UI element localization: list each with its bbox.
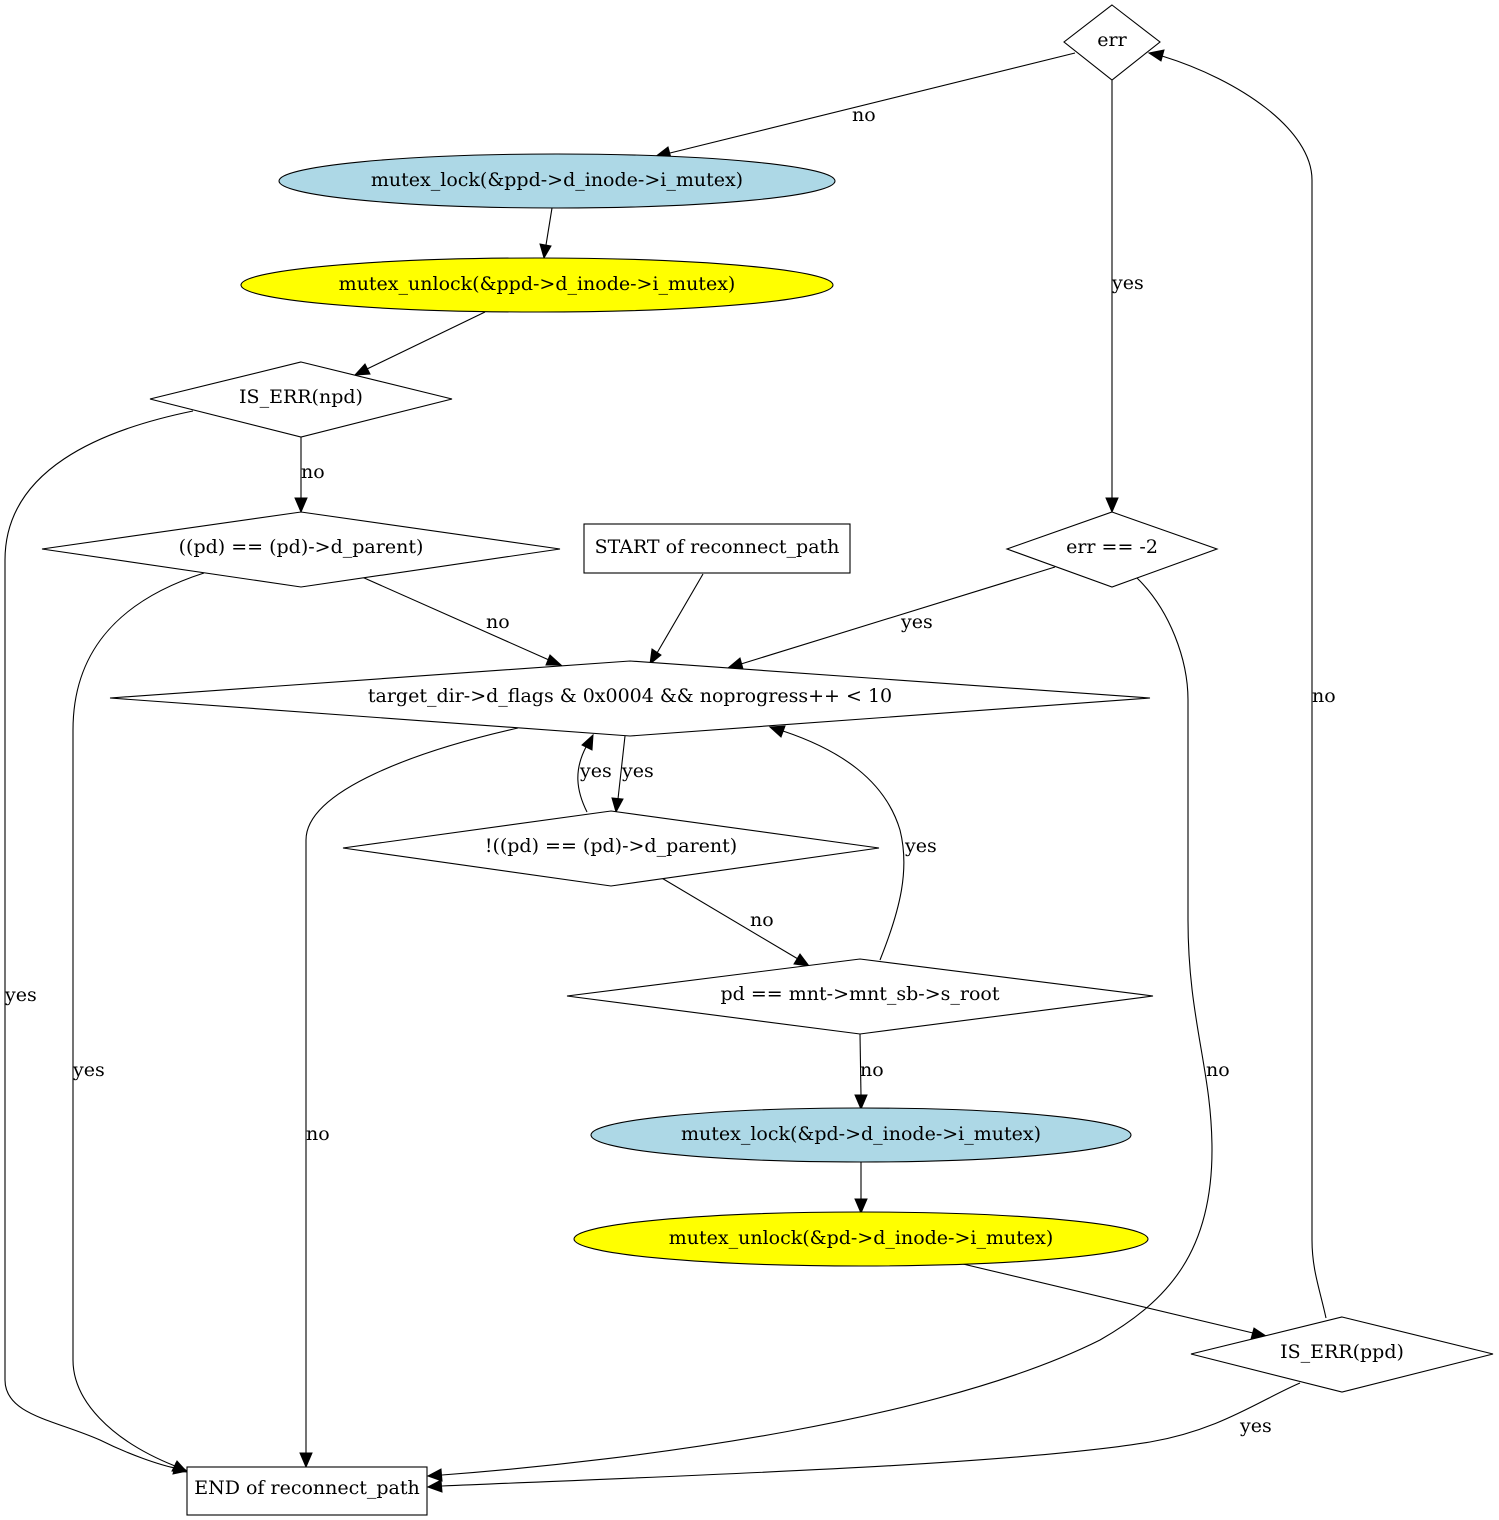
edge-err-eq-minus2-to-loop-condition: yes [726, 566, 1056, 670]
process-mutex-unlock-pd: mutex_unlock(&pd->d_inode->i_mutex) [573, 1211, 1149, 1267]
edge-err-eq-minus2-to-end: no [426, 577, 1230, 1482]
edge-start-to-loop-condition [649, 573, 704, 666]
edge-label: no [1206, 1059, 1230, 1081]
decision-diamond [1190, 1316, 1494, 1393]
edge-not-pd-eq-parent-to-loop-condition: yes [577, 733, 612, 813]
decision-pd-eq-root: pd == mnt->mnt_sb->s_root [566, 958, 1154, 1035]
process-ellipse [240, 257, 834, 313]
decision-loop-condition: target_dir->d_flags & 0x0004 && noprogre… [109, 660, 1151, 737]
edge-label: no [306, 1123, 330, 1145]
decision-diamond [1063, 4, 1161, 81]
edge-err-to-err-eq-minus2: yes [1105, 80, 1144, 514]
decision-diamond [1005, 511, 1219, 588]
edge-label: yes [579, 760, 612, 782]
decision-err-eq-minus2: err == -2 [1005, 511, 1219, 588]
edge-label: no [1312, 685, 1336, 707]
edge-pd-eq-parent-to-end: yes [72, 572, 205, 1473]
decision-pd-eq-parent: ((pd) == (pd)->d_parent) [41, 511, 561, 588]
node-label: mutex_lock(&pd->d_inode->i_mutex) [681, 1123, 1041, 1145]
start-node: START of reconnect_path [583, 523, 851, 574]
node-label: err == -2 [1066, 536, 1158, 558]
decision-diamond [149, 361, 453, 438]
edge-label: no [301, 461, 325, 483]
edge-label: no [860, 1059, 884, 1081]
process-ellipse [573, 1211, 1149, 1267]
edge-err-to-mutex-lock-ppd: no [653, 52, 1076, 159]
edge-loop-condition-to-not-pd-eq-parent: yes [611, 735, 654, 814]
edge-label: yes [1239, 1415, 1272, 1437]
process-ellipse [278, 153, 836, 209]
end-node: END of reconnect_path [186, 1466, 428, 1516]
edge-mutex-lock-pd-to-mutex-unlock-pd [854, 1161, 868, 1215]
node-label: ((pd) == (pd)->d_parent) [179, 536, 424, 558]
node-label: mutex_unlock(&ppd->d_inode->i_mutex) [339, 273, 736, 295]
edge-is-err-ppd-to-err: no [1147, 49, 1336, 1319]
edges: no no yes no [4, 49, 1336, 1493]
edge-mutex-lock-ppd-to-mutex-unlock-ppd [539, 207, 553, 260]
edge-label: yes [1111, 272, 1144, 294]
node-label: !((pd) == (pd)->d_parent) [485, 835, 737, 857]
edge-label: no [852, 104, 876, 126]
node-label: target_dir->d_flags & 0x0004 && noprogre… [368, 685, 892, 707]
node-label: mutex_lock(&ppd->d_inode->i_mutex) [371, 169, 743, 191]
edge-label: no [486, 611, 510, 633]
decision-err: err [1063, 4, 1161, 81]
node-label: IS_ERR(ppd) [1280, 1341, 1404, 1363]
edge-pd-eq-root-to-mutex-lock-pd: no [854, 1033, 884, 1111]
process-ellipse [590, 1107, 1132, 1163]
decision-is-err-npd: IS_ERR(npd) [149, 361, 453, 438]
edge-not-pd-eq-parent-to-pd-eq-root: no [659, 876, 811, 967]
node-label: err [1097, 29, 1127, 51]
node-label: START of reconnect_path [595, 536, 840, 558]
node-label: mutex_unlock(&pd->d_inode->i_mutex) [669, 1227, 1053, 1249]
edge-label: yes [4, 984, 37, 1006]
edge-is-err-npd-to-pd-eq-parent: no [294, 437, 325, 514]
terminal-box [583, 523, 851, 574]
edge-loop-condition-to-end: no [299, 727, 519, 1469]
decision-not-pd-eq-parent: !((pd) == (pd)->d_parent) [342, 810, 880, 887]
edge-pd-eq-parent-to-loop-condition: no [361, 576, 563, 666]
terminal-box [186, 1466, 428, 1516]
decision-diamond [109, 660, 1151, 737]
process-mutex-unlock-ppd: mutex_unlock(&ppd->d_inode->i_mutex) [240, 257, 834, 313]
node-label: IS_ERR(npd) [239, 386, 363, 408]
decision-diamond [342, 810, 880, 887]
edge-label: yes [72, 1059, 105, 1081]
edge-label: yes [904, 835, 937, 857]
decision-diamond [41, 511, 561, 588]
edge-mutex-unlock-ppd-to-is-err-npd [353, 311, 486, 376]
decision-diamond [566, 958, 1154, 1035]
node-label: END of reconnect_path [194, 1477, 420, 1499]
edge-label: no [750, 909, 774, 931]
edge-pd-eq-root-to-loop-condition: yes [768, 725, 937, 961]
edge-label: yes [900, 611, 933, 633]
process-mutex-lock-pd: mutex_lock(&pd->d_inode->i_mutex) [590, 1107, 1132, 1163]
nodes: err mutex_lock(&ppd->d_inode->i_mutex) m… [41, 4, 1494, 1516]
node-label: pd == mnt->mnt_sb->s_root [721, 983, 1000, 1005]
decision-is-err-ppd: IS_ERR(ppd) [1190, 1316, 1494, 1393]
edge-label: yes [621, 760, 654, 782]
process-mutex-lock-ppd: mutex_lock(&ppd->d_inode->i_mutex) [278, 153, 836, 209]
edge-is-err-ppd-to-end: yes [426, 1382, 1301, 1493]
